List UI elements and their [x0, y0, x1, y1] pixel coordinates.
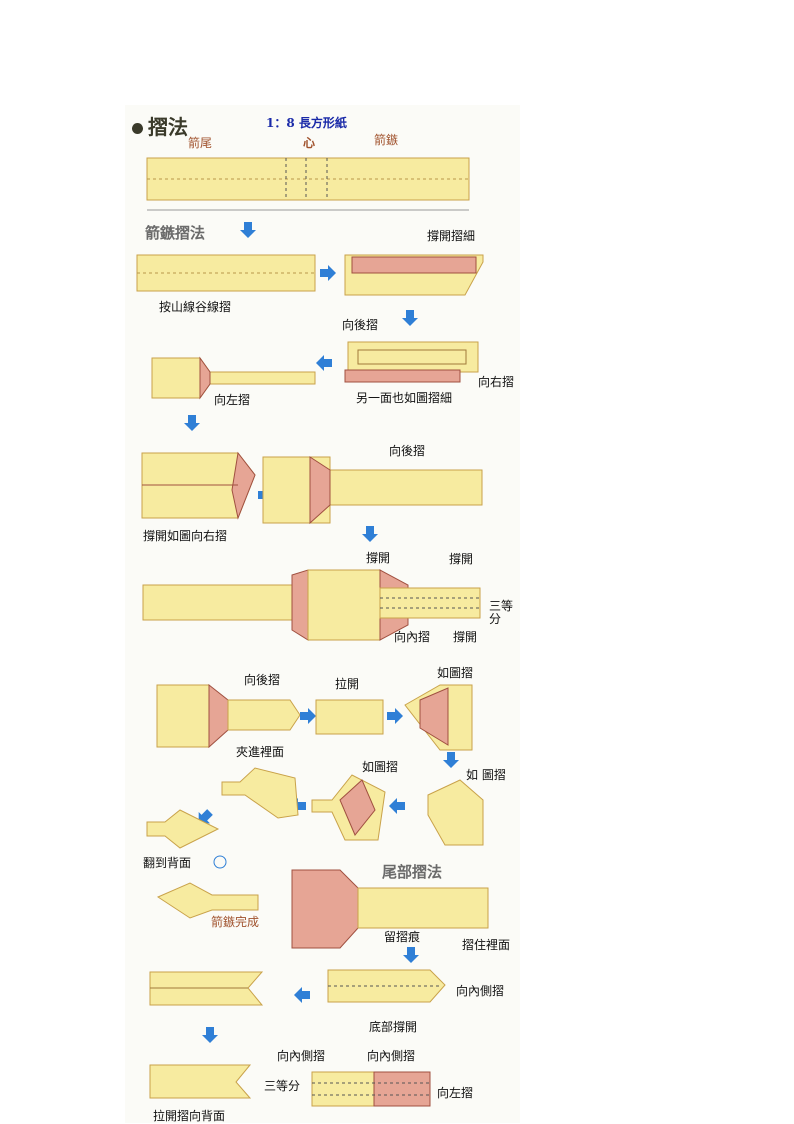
step-inner-side-fold: [328, 970, 445, 1002]
caption-pull-open: 拉開: [335, 675, 359, 692]
caption-tuck-in: 夾進裡面: [236, 743, 284, 760]
caption-pull-back: 拉開摺向背面: [153, 1107, 225, 1124]
caption-mountain-valley: 按山線谷線摺: [159, 298, 231, 315]
step-pull-back: [150, 1065, 250, 1098]
caption-fold-in: 向內摺: [394, 628, 430, 645]
caption-fold-right: 向右摺: [478, 373, 514, 390]
step-fold-mountain-valley: [137, 255, 315, 291]
caption-thirds-2: 分: [489, 610, 501, 627]
step-fold-as-shown-1: [405, 685, 472, 750]
step-pull-open: [316, 700, 383, 734]
caption-tuck-inside: 摺住裡面: [462, 936, 510, 953]
caption-fold-back-1: 向後摺: [342, 316, 378, 333]
caption-open-right: 撐開如圖向右摺: [143, 527, 227, 544]
step-open-fold: [345, 255, 483, 295]
caption-bottom-open: 底部撐開: [369, 1018, 417, 1035]
flip-icon: [214, 856, 226, 868]
caption-open-1: 撐開: [366, 549, 390, 566]
caption-open-2: 撐開: [449, 550, 473, 567]
caption-fold-back-3: 向後摺: [244, 671, 280, 688]
step-fold-right: [345, 342, 478, 382]
caption-inner-side-1: 向內側摺: [456, 982, 504, 999]
caption-fold-left: 向左摺: [214, 391, 250, 408]
caption-as-shown-1: 如圖摺: [437, 664, 473, 681]
caption-as-shown-3: 如 圖摺: [466, 766, 506, 783]
step-open-fold-right: [142, 453, 255, 518]
step-fold-left-final: [312, 1072, 430, 1106]
caption-other-side: 另一面也如圖摺細: [356, 389, 452, 406]
caption-arrowhead-done: 箭鏃完成: [211, 913, 259, 930]
caption-open-fold-thin: 撐開摺細: [427, 227, 475, 244]
caption-inner-side-3: 向內側摺: [367, 1047, 415, 1064]
step-fold-back-2: [157, 685, 300, 747]
caption-keep-crease: 留摺痕: [384, 928, 420, 945]
step-fold-as-shown-3: [312, 775, 385, 840]
step-fold-as-shown-4: [222, 768, 298, 818]
caption-flip-back: 翻到背面: [143, 854, 191, 871]
step-bottom-open: [150, 972, 262, 1005]
step-fold-back: [263, 457, 482, 523]
caption-as-shown-2: 如圖摺: [362, 758, 398, 775]
step-fold-as-shown-2: [428, 780, 483, 845]
caption-open-3: 撐開: [453, 628, 477, 645]
caption-thirds-3: 三等分: [264, 1077, 300, 1094]
caption-fold-back-2: 向後摺: [389, 442, 425, 459]
caption-inner-side-2: 向內側摺: [277, 1047, 325, 1064]
caption-fold-left-2: 向左摺: [437, 1084, 473, 1101]
paper-strip-diagram: [147, 158, 469, 210]
